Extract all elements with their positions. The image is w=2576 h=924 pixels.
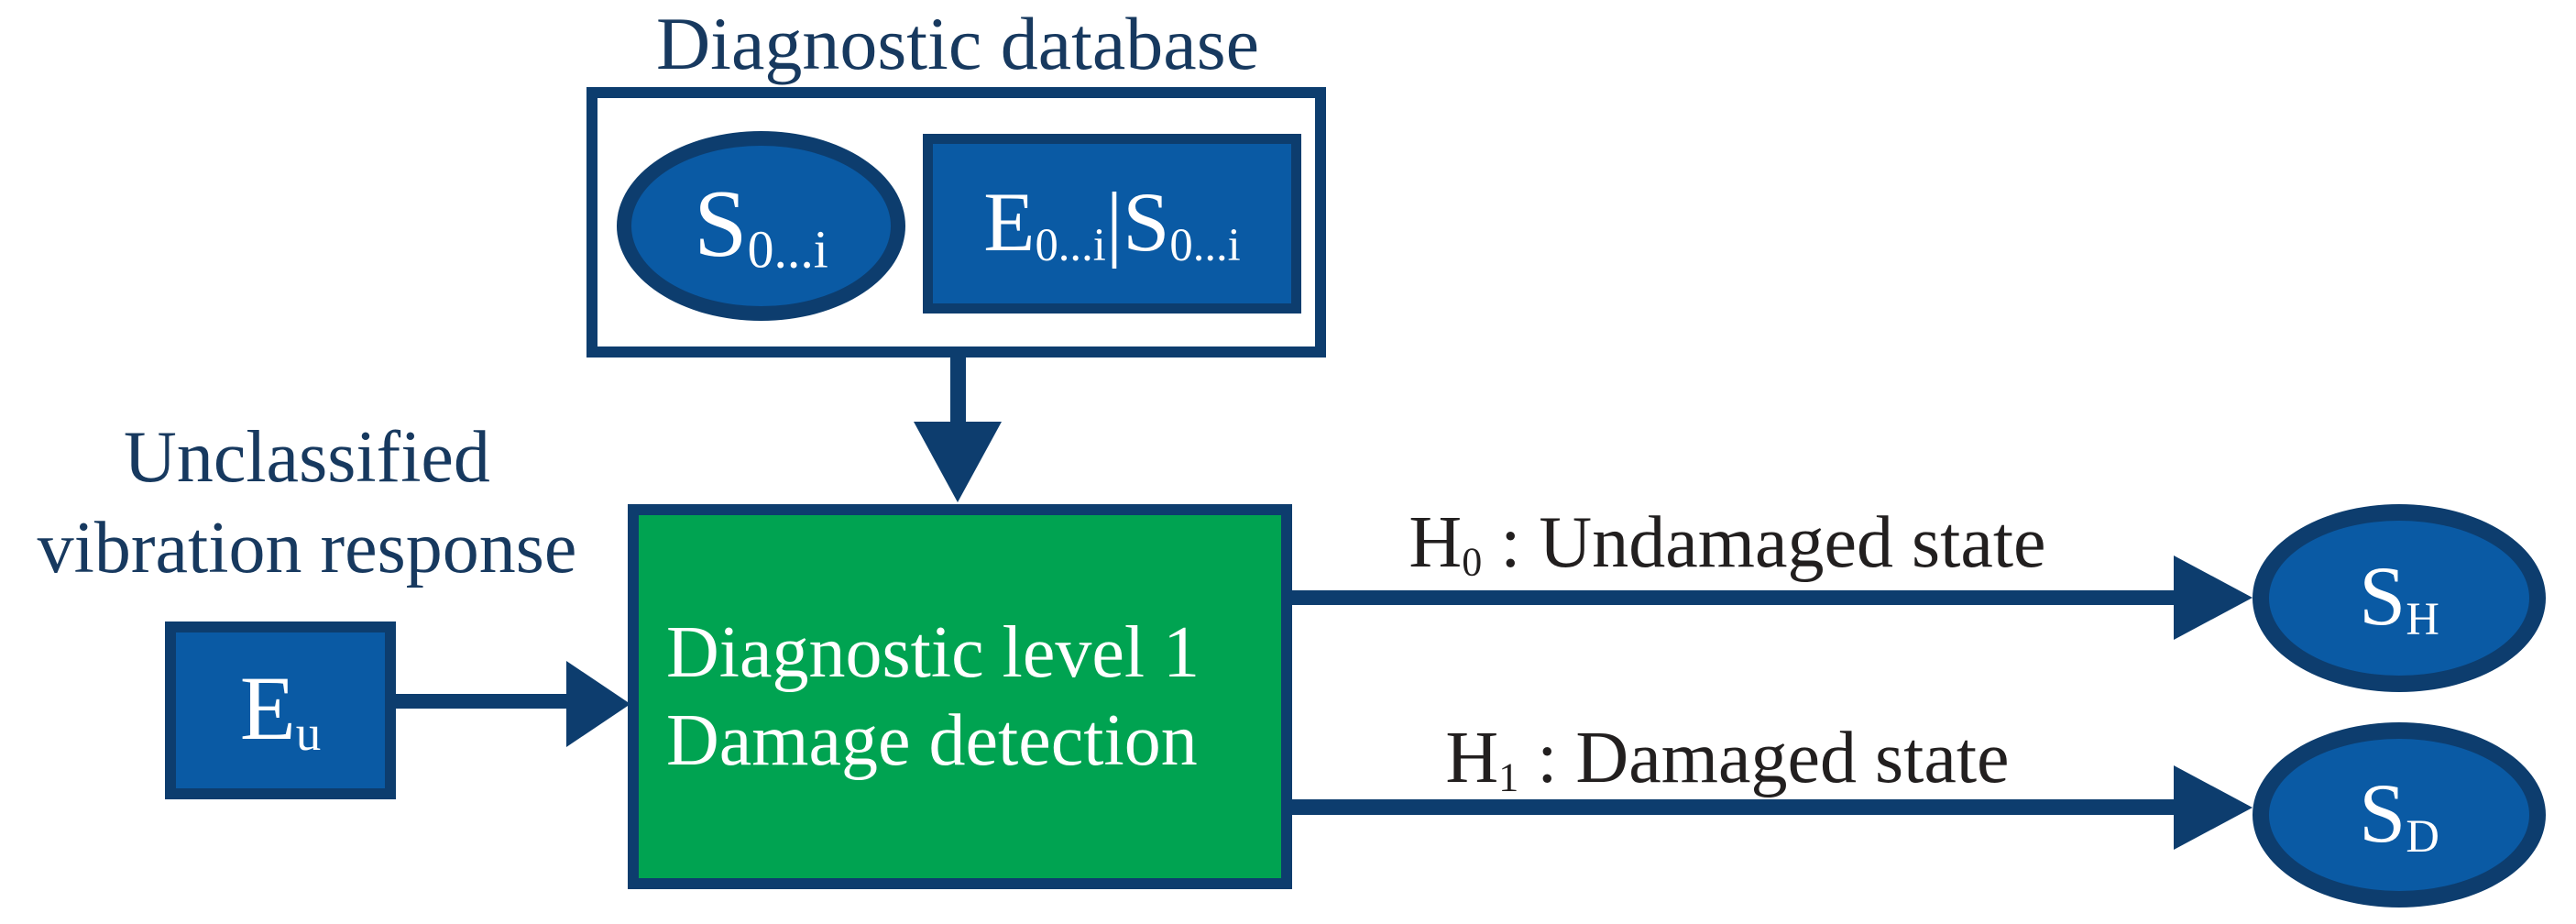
arrowhead-right-icon: [566, 661, 630, 747]
signal-set-ellipse: S0...i: [617, 131, 905, 321]
input-caption-line1: Unclassified: [124, 417, 490, 498]
input-feature-label: Eu: [239, 656, 322, 762]
damaged-state-label: SD: [2359, 765, 2439, 862]
healthy-state-ellipse: SH: [2253, 504, 2546, 692]
process-label-line2: Damage detection: [666, 700, 1198, 781]
arrowhead-right-icon: [2174, 556, 2253, 640]
process-box: Diagnostic level 1 Damage detection: [628, 504, 1292, 889]
signal-set-label: S0...i: [694, 169, 828, 280]
damaged-state-ellipse: SD: [2253, 722, 2546, 908]
input-caption: Unclassified vibration response: [5, 412, 609, 594]
feature-set-box: E0...i|S0...i: [923, 134, 1301, 314]
input-caption-line2: vibration response: [37, 508, 577, 588]
h0-label: H0 : Undamaged state: [1409, 502, 2046, 585]
database-to-process-arrow-shaft: [950, 354, 966, 424]
database-title: Diagnostic database: [655, 2, 1260, 85]
h1-arrow-shaft: [1292, 799, 2174, 815]
process-label-line1: Diagnostic level 1: [666, 612, 1200, 693]
database-box: S0...i E0...i|S0...i: [586, 87, 1326, 358]
arrowhead-right-icon: [2174, 765, 2253, 850]
input-to-process-arrow-shaft: [396, 694, 568, 709]
healthy-state-label: SH: [2359, 549, 2439, 645]
h0-arrow-shaft: [1292, 590, 2174, 605]
arrowhead-down-icon: [914, 422, 1002, 502]
h1-label: H1 : Damaged state: [1445, 718, 2010, 800]
feature-set-label: E0...i|S0...i: [983, 174, 1241, 270]
input-feature-box: Eu: [165, 622, 396, 799]
